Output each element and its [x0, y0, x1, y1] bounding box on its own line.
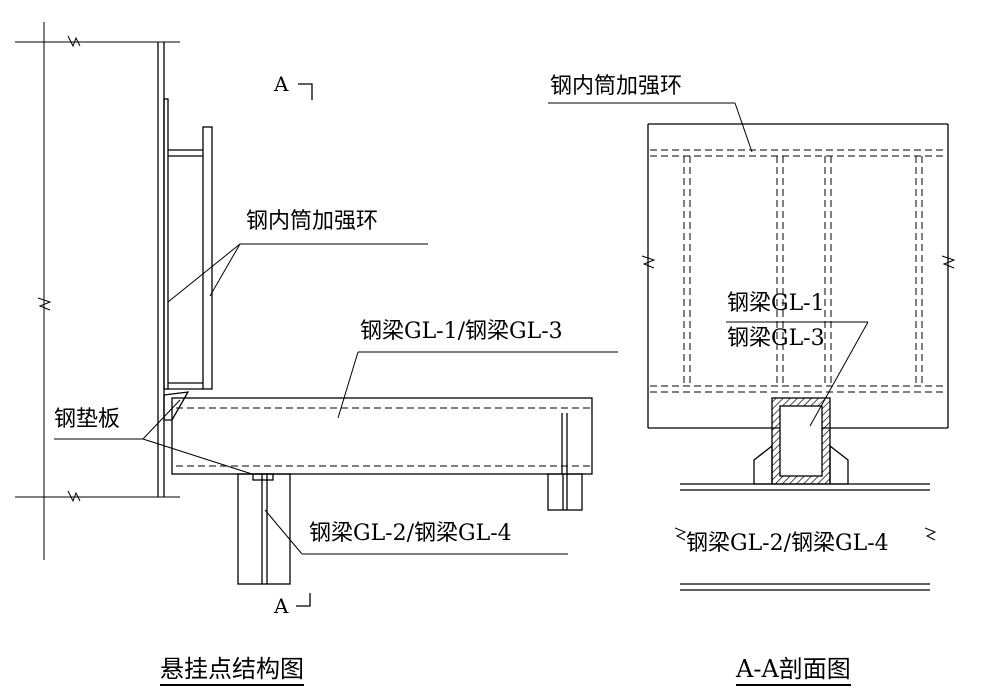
label-steel-pad: 钢垫板: [54, 407, 121, 432]
section-mark-a-bottom: A: [274, 594, 289, 618]
left-view-title: 悬挂点结构图: [160, 657, 304, 686]
leader-lines: [54, 243, 618, 555]
label-stiffening-ring: 钢内筒加强环: [246, 209, 379, 234]
right-leader-lines: [548, 102, 869, 427]
right-view: [548, 102, 956, 591]
label-lower-beam: 钢梁GL-2/钢梁GL-4: [309, 521, 512, 546]
break-lines: [15, 22, 180, 560]
label-upper-beam: 钢梁GL-1/钢梁GL-3: [360, 319, 563, 344]
label-lower-beam-section: 钢梁GL-2/钢梁GL-4: [686, 531, 889, 556]
ring-band: [641, 123, 956, 429]
left-view: [15, 22, 618, 607]
label-upper-beam-1: 钢梁GL-1: [727, 291, 825, 316]
label-upper-beam-2: 钢梁GL-3: [727, 326, 825, 351]
section-mark-a-top: A: [274, 72, 289, 96]
lower-beam-side: [674, 483, 937, 591]
upper-beam-side: [171, 397, 593, 511]
steel-tube-wall: [157, 42, 165, 497]
steel-pad: [163, 391, 190, 421]
box-beam-section: [753, 397, 849, 485]
right-view-title: A-A剖面图: [736, 657, 851, 686]
lower-beam-end: [237, 473, 291, 585]
stiffening-ring: [163, 98, 213, 390]
label-stiffening-ring-section: 钢内筒加强环: [550, 74, 683, 99]
section-mark-lines: [296, 83, 313, 607]
